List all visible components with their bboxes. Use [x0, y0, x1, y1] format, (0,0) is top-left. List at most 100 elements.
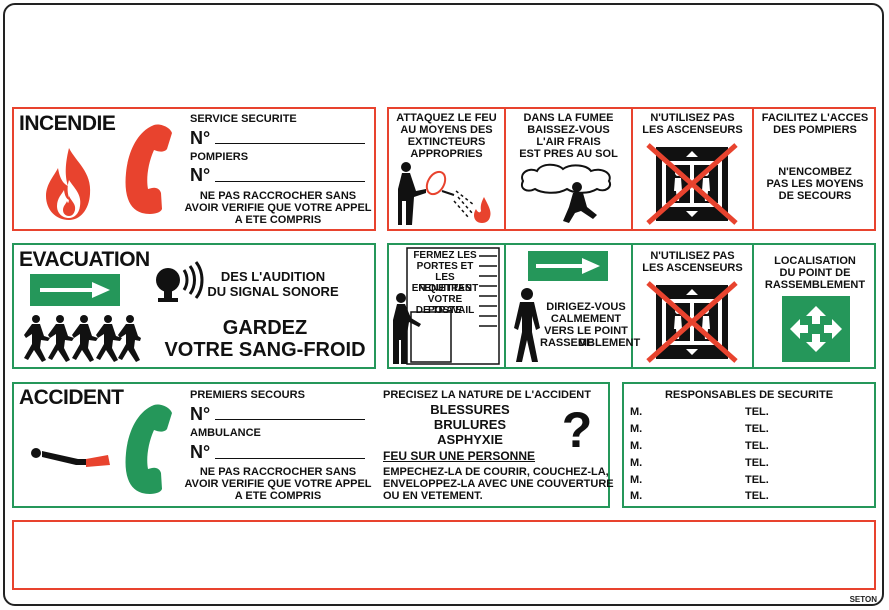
- crawling-person-smoke-icon: [521, 163, 611, 223]
- responsable-m-2: M.: [630, 423, 643, 435]
- evac-panel-1-line-1: FERMEZ LES: [413, 250, 477, 261]
- responsable-tel-1: TEL.: [745, 406, 769, 418]
- pompiers-number-line: [215, 181, 365, 182]
- evac-panel-4-line-1: LOCALISATION: [774, 255, 856, 267]
- fire-panel-4-line-3: N'ENCOMBEZ: [778, 166, 852, 178]
- accident-note-3: A ETE COMPRIS: [234, 490, 322, 502]
- fire-divider-1: [504, 107, 506, 231]
- fire-panel-3-line-1: N'UTILISEZ PAS: [650, 112, 735, 124]
- ambulance-number-line: [215, 458, 365, 459]
- evac-panel-2-line-2: CALMEMENT: [550, 313, 622, 325]
- incendie-title: INCENDIE: [19, 112, 116, 135]
- ambulance-number-prefix: N°: [190, 442, 211, 462]
- calm-line-1: GARDEZ: [222, 317, 308, 339]
- responsable-tel-2: TEL.: [745, 423, 769, 435]
- evac-panel-2-line-3: VERS LE POINT DE: [544, 325, 628, 349]
- nature-label: PRECISEZ LA NATURE DE L'ACCIDENT: [383, 389, 591, 401]
- type-brulures: BRULURES: [433, 417, 507, 432]
- exit-arrow-icon-2: [528, 251, 608, 281]
- responsable-m-1: M.: [630, 406, 643, 418]
- responsable-tel-6: TEL.: [745, 490, 769, 502]
- incendie-note-3: A ETE COMPRIS: [234, 214, 322, 226]
- audition-line-2: DU SIGNAL SONORE: [207, 284, 339, 299]
- fire-divider-3: [752, 107, 754, 231]
- premiers-number-line: [215, 419, 365, 420]
- responsable-m-6: M.: [630, 490, 643, 502]
- fire-panel-1-line-3: EXTINCTEURS: [407, 136, 486, 148]
- no-elevator-icon-2: [646, 281, 738, 363]
- responsables-title: RESPONSABLES DE SECURITE: [664, 389, 834, 401]
- siren-icon: [156, 261, 204, 302]
- service-securite-label: SERVICE SECURITE: [190, 113, 297, 125]
- running-people-icon: [24, 315, 141, 362]
- feu-label: FEU SUR UNE PERSONNE: [383, 449, 536, 463]
- fire-panel-4-line-4: PAS LES MOYENS: [766, 178, 864, 190]
- advice-line-1: EMPECHEZ-LA DE COURIR, COUCHEZ-LA,: [383, 466, 609, 478]
- pompiers-number-prefix: N°: [190, 165, 211, 185]
- exit-arrow-icon: [30, 274, 120, 306]
- fire-panel-4-line-5: DE SECOURS: [778, 190, 852, 202]
- accident-title: ACCIDENT: [19, 386, 124, 409]
- evac-divider-3: [752, 243, 754, 369]
- evac-panel-1-line-6: DE TRAVAIL: [415, 305, 475, 316]
- question-mark: ?: [561, 402, 593, 458]
- premiers-number-prefix: N°: [190, 404, 211, 424]
- injured-person-icon: [31, 448, 110, 467]
- fire-panel-1-line-4: APPROPRIES: [410, 148, 483, 160]
- walking-person-icon: [514, 288, 540, 362]
- evacuation-title: EVACUATION: [19, 248, 150, 271]
- evac-panel-1-line-3: LES FENETRES: [418, 272, 472, 294]
- service-number-line: [215, 143, 365, 144]
- extinguisher-person-icon: [398, 162, 491, 225]
- premiers-secours-label: PREMIERS SECOURS: [190, 389, 305, 401]
- phone-icon: [125, 124, 172, 214]
- evac-panel-1-line-2: PORTES ET: [416, 261, 474, 272]
- fire-panel-4-line-1: FACILITEZ L'ACCES: [761, 112, 869, 124]
- responsable-m-3: M.: [630, 440, 643, 452]
- close-doors-person-icon: [393, 247, 500, 365]
- fire-panel-3-line-2: LES ASCENSEURS: [642, 124, 743, 136]
- phone-icon-2: [125, 404, 172, 494]
- evac-panel-1-line-4: EN QUITTANT: [411, 283, 479, 294]
- pompiers-label: POMPIERS: [190, 151, 249, 163]
- incendie-note-1: NE PAS RACCROCHER SANS: [199, 190, 357, 202]
- flame-icon: [46, 148, 91, 220]
- ambulance-label: AMBULANCE: [190, 427, 261, 439]
- fire-panel-2-line-2: BAISSEZ-VOUS: [527, 124, 610, 136]
- audition-line-1: DES L'AUDITION: [220, 269, 326, 284]
- fire-panel-2-line-1: DANS LA FUMEE: [523, 112, 614, 124]
- responsable-tel-3: TEL.: [745, 440, 769, 452]
- evac-panel-2-line-4: RASSEMBLEMENT: [540, 337, 641, 349]
- no-elevator-icon: [646, 143, 738, 225]
- evac-panel-3-line-1: N'UTILISEZ PAS: [650, 250, 735, 262]
- responsable-tel-5: TEL.: [745, 474, 769, 486]
- fire-panel-2-line-4: EST PRES AU SOL: [519, 148, 618, 160]
- responsables-box: [622, 382, 876, 508]
- fire-divider-2: [631, 107, 633, 231]
- fire-panel-1-line-1: ATTAQUEZ LE FEU: [396, 112, 497, 124]
- evac-panel-2-line-1: DIRIGEZ-VOUS: [546, 301, 626, 313]
- type-blessures: BLESSURES: [430, 402, 510, 417]
- evac-panel-3-line-2: LES ASCENSEURS: [642, 262, 743, 274]
- accident-note-1: NE PAS RACCROCHER SANS: [199, 466, 357, 478]
- evac-divider-2: [631, 243, 633, 369]
- evac-divider-1: [504, 243, 506, 369]
- fire-panel-2-line-3: L'AIR FRAIS: [536, 136, 601, 148]
- type-asphyxie: ASPHYXIE: [437, 432, 503, 447]
- accident-box: [12, 382, 610, 508]
- brand-mark: SETON: [849, 595, 877, 604]
- fire-panel-1-line-2: AU MOYENS DES: [400, 124, 493, 136]
- advice-line-2: ENVELOPPEZ-LA AVEC UNE COUVERTURE: [383, 478, 614, 490]
- calm-line-2: VOTRE SANG-FROID: [164, 339, 366, 361]
- advice-line-3: OU EN VETEMENT.: [383, 490, 483, 502]
- responsable-tel-4: TEL.: [745, 457, 769, 469]
- fire-panel-4-line-2: DES POMPIERS: [773, 124, 857, 136]
- responsable-m-4: M.: [630, 457, 643, 469]
- evac-panel-4-line-2: DU POINT DE: [779, 267, 851, 279]
- incendie-note-2: AVOIR VERIFIE QUE VOTRE APPEL: [184, 202, 372, 214]
- service-number-prefix: N°: [190, 128, 211, 148]
- evac-panel-1-line-5: VOTRE POSTE: [427, 294, 463, 316]
- evacuation-box: [12, 243, 376, 369]
- accident-note-2: AVOIR VERIFIE QUE VOTRE APPEL: [184, 478, 372, 490]
- responsable-m-5: M.: [630, 474, 643, 486]
